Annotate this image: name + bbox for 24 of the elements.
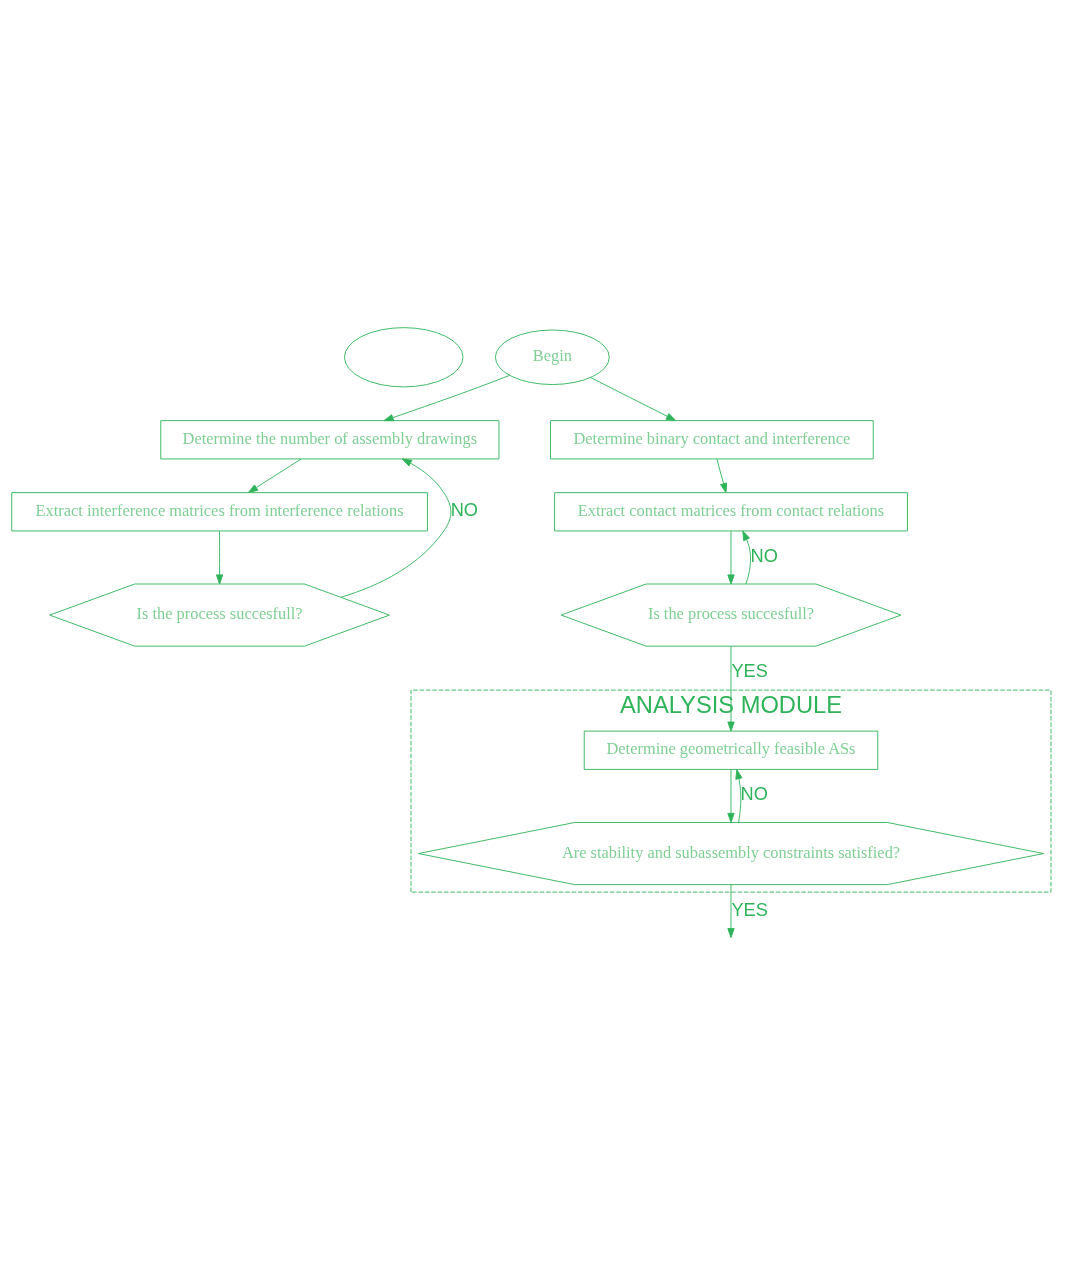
arrow	[215, 530, 224, 585]
edge-label: NO	[450, 499, 479, 521]
arrow	[727, 530, 735, 585]
arrow	[383, 374, 511, 422]
arrow	[340, 458, 452, 598]
arrow	[742, 530, 752, 585]
edge-label: YES	[731, 660, 768, 682]
node-box: Determine binary contact and interference	[550, 420, 874, 460]
node-ellipse: Begin	[494, 329, 610, 385]
node-box: Determine geometrically feasible ASs	[583, 730, 879, 770]
node-box: Extract contact matrices from contact relations	[554, 492, 908, 532]
edge-label: NO	[740, 783, 768, 805]
arrow	[727, 884, 735, 939]
node-box: Extract interference matrices from interference relations	[11, 492, 428, 532]
arrow	[248, 458, 302, 493]
arrow	[716, 458, 728, 493]
edge-label: YES	[731, 898, 768, 920]
node-ellipse	[344, 327, 464, 388]
arrow	[735, 769, 743, 823]
edge-label: NO	[750, 544, 778, 566]
arrow	[727, 645, 735, 732]
arrow	[590, 377, 677, 421]
arrow	[727, 769, 735, 823]
node-box: Determine the number of assembly drawings	[160, 420, 500, 460]
